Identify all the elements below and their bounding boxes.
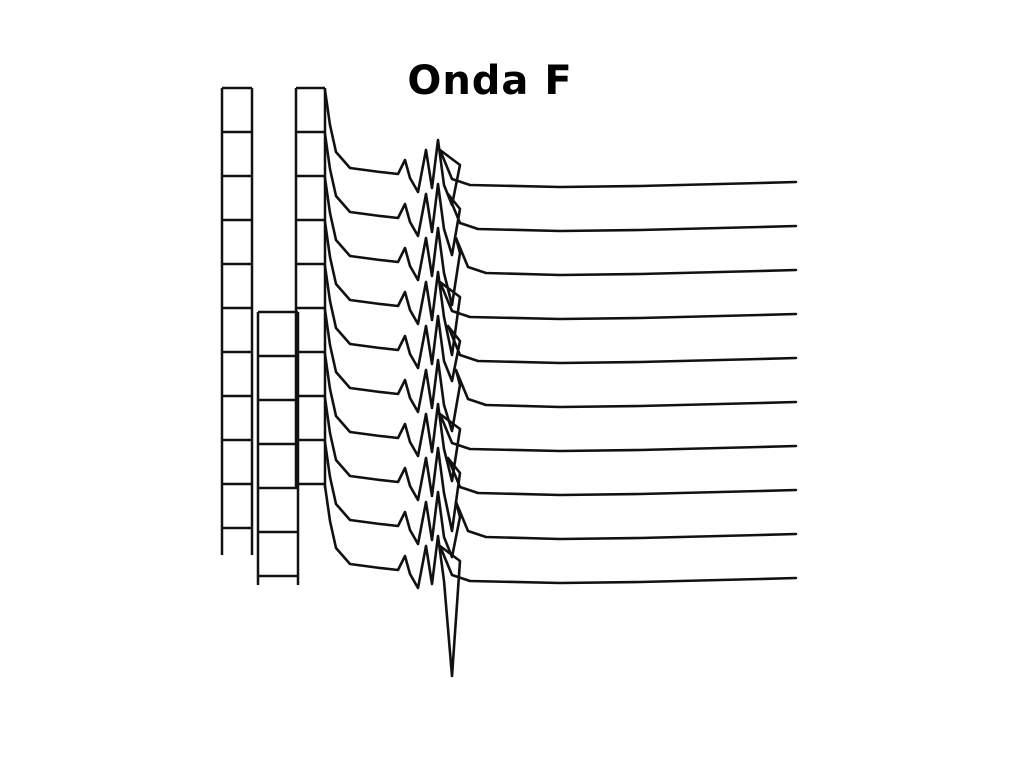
f-wave-trace-9 xyxy=(323,440,798,559)
f-wave-trace-3 xyxy=(323,176,798,307)
f-wave-trace-7 xyxy=(323,352,798,483)
f-wave-trace-2 xyxy=(323,132,798,257)
f-wave-trace-6 xyxy=(323,308,798,433)
f-wave-trace-4 xyxy=(323,220,798,357)
slide-title: Onda F xyxy=(407,58,573,104)
f-wave-trace-1 xyxy=(323,88,798,207)
calibration-steps xyxy=(220,86,327,585)
traces-group xyxy=(323,88,798,678)
f-wave-trace-10 xyxy=(323,484,798,678)
f-wave-trace-8 xyxy=(323,396,798,533)
f-wave-trace-5 xyxy=(323,264,798,383)
